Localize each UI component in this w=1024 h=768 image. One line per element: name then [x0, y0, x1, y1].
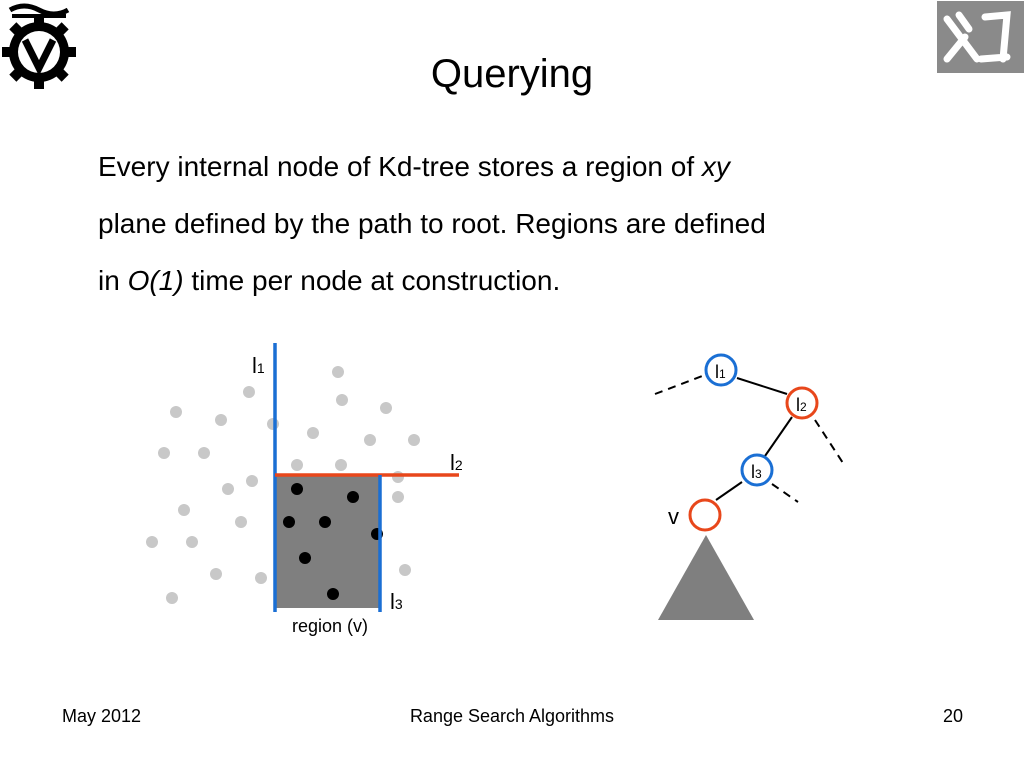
point [210, 568, 222, 580]
tree-node-v [688, 498, 722, 532]
label-l3: l3 [390, 589, 403, 614]
point [327, 588, 339, 600]
edge-dashed [771, 483, 799, 503]
tree-label-l2: l2 [796, 395, 807, 415]
point [235, 516, 247, 528]
gear-emblem-icon [2, 3, 76, 89]
body-line-3-italic: O(1) [127, 265, 184, 296]
point [222, 483, 234, 495]
body-line-3-post: time per node at construction. [183, 265, 561, 296]
tree-node-l3 [740, 453, 774, 487]
edge-dashed [814, 419, 844, 464]
point [392, 471, 404, 483]
edge-l2-l3 [764, 416, 793, 457]
gray-points [146, 366, 420, 604]
tree-label-l3: l3 [751, 462, 762, 482]
hebrew-letters-logo-icon [943, 11, 1011, 63]
point [347, 491, 359, 503]
point [146, 536, 158, 548]
point [319, 516, 331, 528]
point [215, 414, 227, 426]
subtree-triangle [658, 535, 754, 620]
label-region-v: region (v) [292, 616, 368, 636]
point [166, 592, 178, 604]
university-logo-left [0, 0, 78, 95]
point [243, 386, 255, 398]
point [299, 552, 311, 564]
body-line-3-pre: in [98, 265, 128, 296]
tree-label-v: v [668, 504, 679, 529]
point [364, 434, 376, 446]
footer-topic: Range Search Algorithms [409, 706, 615, 726]
point [332, 366, 344, 378]
edge-dashed [654, 374, 706, 395]
label-l2: l2 [450, 450, 463, 475]
point [158, 447, 170, 459]
slide-title: Querying [430, 52, 594, 96]
body-line-2: plane defined by the path to root. Regio… [98, 208, 766, 239]
university-logo-right [937, 1, 1024, 73]
body-line-3: in O(1) time per node at construction. [98, 252, 958, 309]
body-line-1-italic: xy [701, 151, 730, 182]
point [335, 459, 347, 471]
point [291, 459, 303, 471]
footer-date: May 2012 [62, 706, 142, 726]
point [336, 394, 348, 406]
point [392, 491, 404, 503]
point [399, 564, 411, 576]
point [283, 516, 295, 528]
point [380, 402, 392, 414]
label-l1: l1 [252, 353, 265, 378]
point [408, 434, 420, 446]
slide-body-text: Every internal node of Kd-tree stores a … [98, 138, 958, 309]
body-line-1: Every internal node of Kd-tree stores a … [98, 138, 958, 195]
point [186, 536, 198, 548]
point [178, 504, 190, 516]
point [267, 418, 279, 430]
body-line-1-text: Every internal node of Kd-tree stores a … [98, 151, 702, 182]
point [291, 483, 303, 495]
point [170, 406, 182, 418]
edge-l3-v [715, 481, 743, 501]
point [307, 427, 319, 439]
tree-edges [654, 374, 844, 503]
tree-node-l2 [785, 386, 819, 420]
point [246, 475, 258, 487]
point [198, 447, 210, 459]
point [255, 572, 267, 584]
tree-label-l1: l1 [715, 362, 726, 382]
region-v-rect [275, 475, 379, 608]
footer-page-number: 20 [942, 706, 963, 726]
edge-l1-l2 [736, 377, 788, 395]
tree-node-l1 [704, 353, 738, 387]
